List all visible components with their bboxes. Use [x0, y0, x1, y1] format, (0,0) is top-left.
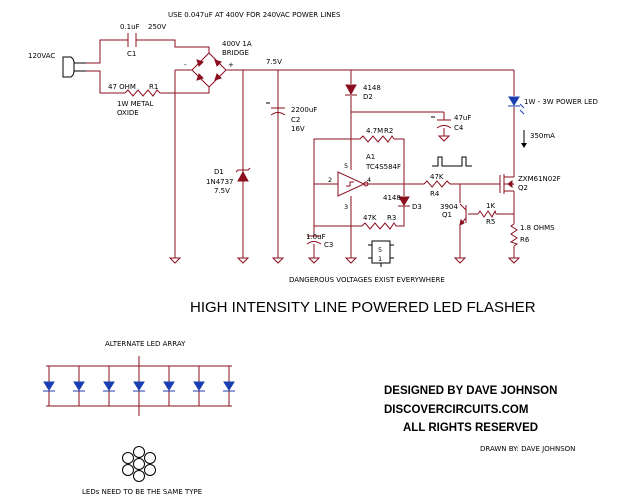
bridge-label: BRIDGE — [222, 49, 249, 57]
c2-value: 2200uF — [291, 106, 317, 114]
array-led-3 — [103, 366, 115, 406]
pin-2: 2 — [328, 176, 332, 184]
current-label: 350mA — [530, 132, 555, 140]
c1-value: 0.1uF — [120, 23, 140, 31]
c1-voltage: 250V — [148, 23, 166, 31]
array-led-1 — [43, 366, 55, 406]
d2-part: 4148 — [363, 84, 381, 92]
current-arrow — [521, 130, 527, 148]
top-note: USE 0.047uF AT 400V FOR 240VAC POWER LIN… — [168, 11, 341, 19]
minus-sign: - — [184, 61, 187, 69]
designed-by: DESIGNED BY DAVE JOHNSON — [384, 385, 557, 397]
r1-type-2: OXIDE — [117, 109, 139, 117]
pin-4: 4 — [367, 176, 371, 184]
array-led-4 — [133, 366, 145, 406]
diode-d2 — [345, 84, 357, 96]
c1-name: C1 — [127, 50, 136, 58]
r4-value: 47K — [430, 173, 444, 181]
r6-name: R6 — [520, 236, 530, 244]
drawn-by: DRAWN BY: DAVE JOHNSON — [480, 445, 575, 453]
array-led-6 — [193, 366, 205, 406]
resistor-r2 — [359, 135, 395, 143]
resistor-r5 — [477, 209, 497, 218]
a1-name: A1 — [366, 153, 375, 161]
d1-voltage: 7.5V — [214, 187, 230, 195]
d2-name: D2 — [363, 93, 373, 101]
bridge-rating: 400V 1A — [222, 40, 252, 48]
pin-5: 5 — [344, 162, 348, 170]
capacitor-c1 — [127, 33, 137, 47]
c2-name: C2 — [291, 116, 300, 124]
diode-d3 — [398, 196, 410, 207]
c4-value: 47uF — [454, 114, 471, 122]
mosfet-q2 — [499, 174, 514, 194]
r2-value: 4.7M — [366, 127, 383, 135]
r6-value: 1.8 OHMS — [520, 224, 555, 232]
bridge-rectifier — [191, 52, 227, 88]
r5-value: 1K — [486, 202, 495, 210]
transistor-q1 — [459, 203, 467, 226]
ground-symbols — [168, 135, 521, 264]
r1-type-1: 1W METAL — [117, 100, 154, 108]
c3-name: C3 — [324, 241, 333, 249]
r3-value: 47K — [363, 214, 377, 222]
schematic-title: HIGH INTENSITY LINE POWERED LED FLASHER — [190, 299, 536, 316]
schmitt-inverter-a1 — [337, 171, 369, 197]
website: DISCOVERCIRCUITS.COM — [384, 404, 528, 416]
q1-name: Q1 — [442, 211, 452, 219]
rail-voltage: 7.5V — [266, 58, 282, 66]
alternate-led-array — [43, 356, 235, 416]
d1-name: D1 — [214, 168, 224, 176]
ic-pin-5: 5 — [378, 246, 382, 254]
alt-array-label: ALTERNATE LED ARRAY — [105, 340, 186, 348]
power-led — [508, 96, 525, 115]
q2-name: Q2 — [518, 184, 528, 192]
d1-part: 1N4737 — [206, 178, 234, 186]
c3-value: 1.0uF — [306, 233, 326, 241]
capacitor-c2 — [266, 102, 286, 116]
oscillator-wiring — [313, 138, 514, 258]
r2-name: R2 — [384, 127, 393, 135]
pin-3: 3 — [344, 203, 348, 211]
r3-name: R3 — [387, 214, 396, 222]
q1-part: 3904 — [440, 203, 458, 211]
plus-sign: + — [228, 61, 234, 69]
resistor-r3 — [361, 222, 397, 230]
a1-part: TC4S584F — [365, 163, 401, 171]
array-led-5 — [163, 366, 175, 406]
warning-note: DANGEROUS VOLTAGES EXIST EVERYWHERE — [289, 276, 445, 284]
q2-part: ZXM61N02F — [518, 175, 561, 183]
mains-label: 120VAC — [28, 52, 55, 60]
zener-diode-d1 — [235, 167, 251, 182]
d3-part: 4148 — [383, 194, 401, 202]
led-label: 1W - 3W POWER LED — [524, 98, 598, 106]
rights-reserved: ALL RIGHTS RESERVED — [403, 422, 538, 434]
power-section-wiring — [62, 39, 514, 258]
capacitor-c3 — [306, 235, 322, 245]
ic-pin-1: 1 — [378, 255, 382, 263]
array-led-2 — [73, 366, 85, 406]
r1-name: R1 — [149, 83, 158, 91]
resistor-r6 — [509, 223, 519, 247]
c2-voltage: 16V — [291, 125, 305, 133]
d3-name: D3 — [412, 203, 422, 211]
capacitor-c4 — [431, 116, 452, 129]
c4-name: C4 — [454, 124, 464, 132]
r1-value: 47 OHM — [108, 83, 136, 91]
led-cluster — [122, 446, 156, 482]
mains-plug — [62, 56, 86, 78]
r4-name: R4 — [430, 190, 440, 198]
pulse-waveform — [432, 156, 472, 167]
resistor-r4 — [423, 180, 452, 188]
array-led-7 — [223, 366, 235, 406]
r5-name: R5 — [486, 218, 495, 226]
ic-package — [368, 240, 394, 267]
same-type-note: LEDs NEED TO BE THE SAME TYPE — [82, 488, 202, 496]
resistor-r1 — [124, 89, 161, 97]
